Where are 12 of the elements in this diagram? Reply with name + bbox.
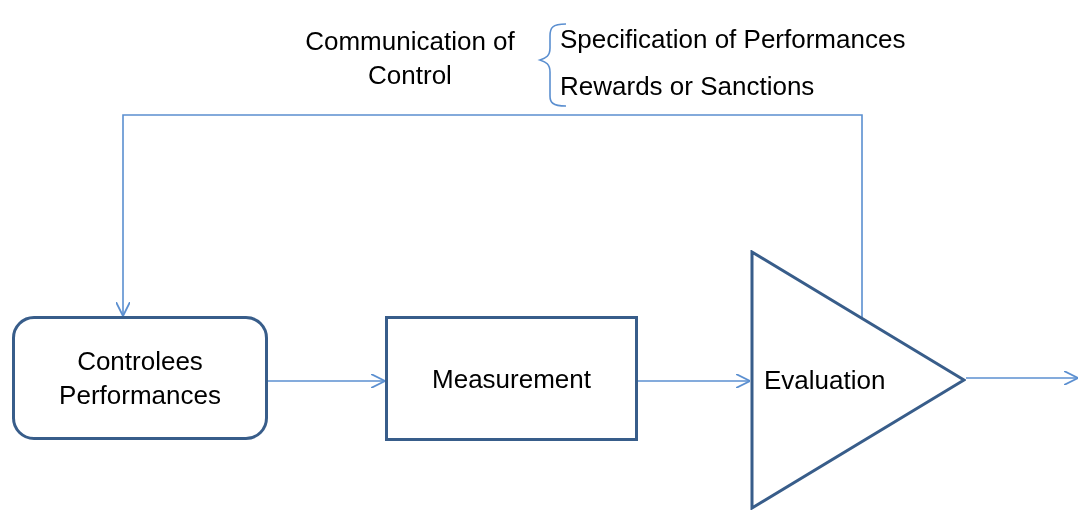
process-box — [385, 316, 638, 441]
brace-item-text: Specification of Performances — [560, 23, 907, 56]
node-text: Measurement — [432, 362, 591, 396]
arrow — [965, 370, 1079, 386]
node-text: Controlees Performances — [58, 345, 222, 412]
node-text: Evaluation — [764, 364, 886, 397]
evaluation-triangle — [750, 250, 966, 510]
brace-caption: Communication of Control — [304, 25, 516, 92]
process-box — [12, 316, 268, 440]
arrow — [267, 373, 386, 389]
brace-item-text: Rewards or Sanctions — [560, 70, 816, 103]
arrow — [637, 373, 751, 389]
